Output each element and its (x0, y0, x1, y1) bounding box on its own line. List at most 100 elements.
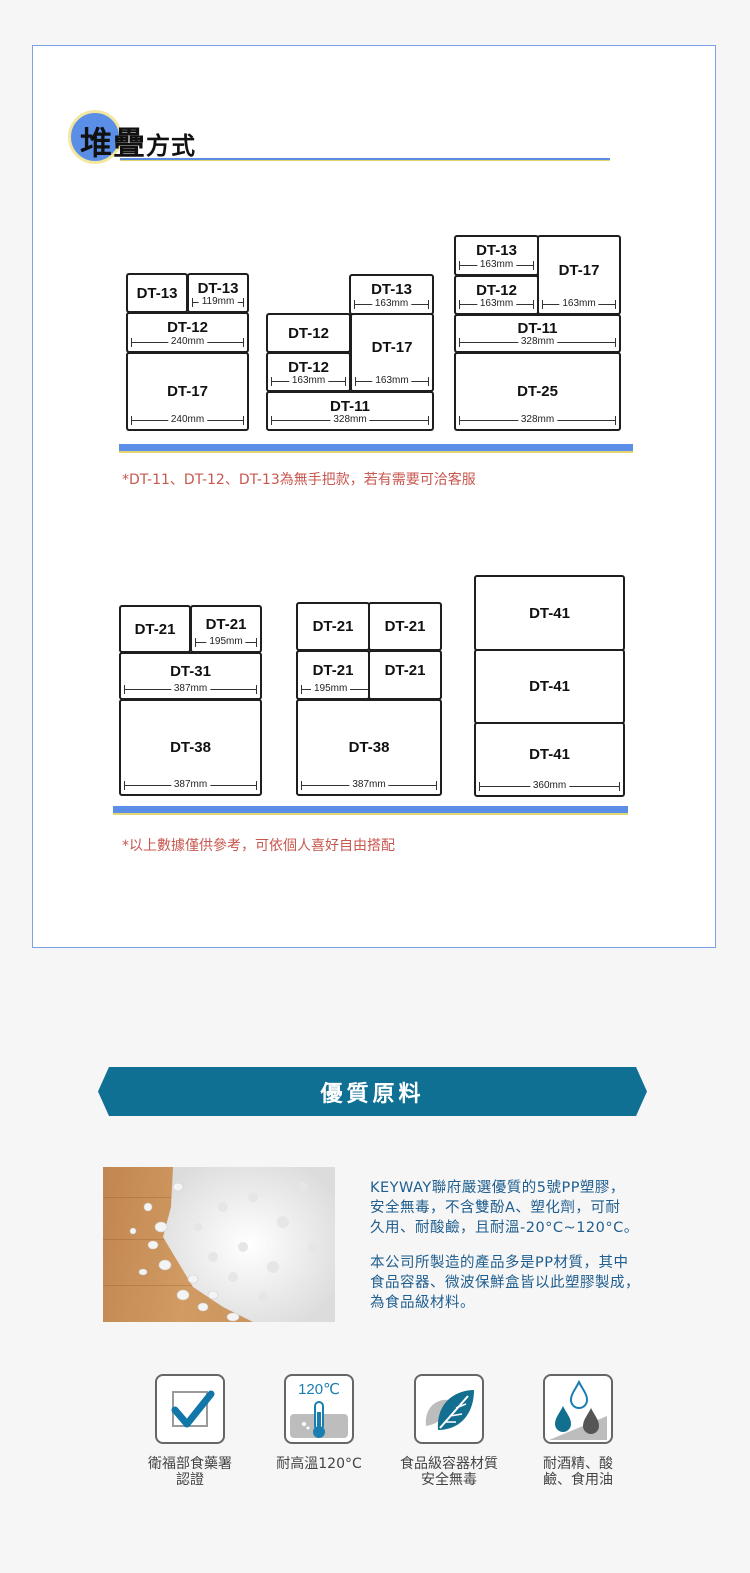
feature-label: 鹼、食用油 (543, 1472, 613, 1488)
box-label: DT-11 (517, 320, 558, 337)
dimension-line: 240mm (131, 335, 244, 348)
dimension-line: 240mm (131, 413, 244, 426)
box-label: DT-21 (312, 618, 354, 635)
box-label: DT-13 (476, 242, 517, 259)
box-label: DT-17 (167, 383, 208, 400)
note-handle: *DT-11、DT-12、DT-13為無手把款，若有需要可洽客服 (122, 472, 476, 488)
box-label: DT-41 (529, 678, 570, 695)
box-label: DT-21 (384, 618, 426, 635)
dimension-text: 195mm (311, 682, 351, 695)
dimension-line: 387mm (301, 778, 437, 791)
checkmark-icon (155, 1374, 225, 1444)
material-banner: 優質原料 (98, 1067, 647, 1116)
dimension-text: 328mm (517, 335, 558, 348)
dimension-text: 328mm (330, 413, 370, 426)
desc-line: 久用、耐酸鹼，且耐溫-20°C~120°C。 (370, 1220, 639, 1236)
feature-label: 耐高溫120°C (276, 1456, 362, 1472)
dimension-line: 195mm (195, 635, 257, 648)
feature-resistant: 耐酒精、酸 鹼、食用油 (518, 1374, 638, 1488)
title-rest: 疊 (113, 124, 147, 162)
base-bar (113, 806, 628, 815)
box-label: DT-12 (288, 324, 329, 342)
box-label: DT-11 (329, 397, 371, 415)
stacking-panel (32, 45, 716, 948)
dimension-line: 328mm (271, 413, 429, 426)
box-label: DT-38 (170, 739, 211, 756)
stack-box: DT-21 (368, 602, 442, 651)
dimension-text: 163mm (476, 297, 517, 310)
dimension-text: 119mm (198, 295, 238, 308)
box-label: DT-13 (136, 284, 178, 302)
dimension-text: 163mm (288, 374, 329, 387)
box-label: DT-13 (197, 279, 239, 297)
box-label: DT-25 (517, 383, 558, 400)
leaf-icon (414, 1374, 484, 1444)
feature-label: 認證 (176, 1472, 204, 1488)
stack-box: DT-41 (474, 649, 625, 724)
dimension-line: 163mm (355, 374, 429, 387)
feature-food-grade: 食品級容器材質 安全無毒 (389, 1374, 509, 1488)
title-underline (120, 158, 610, 161)
desc-line: KEYWAY聯府嚴選優質的5號PP塑膠， (370, 1180, 625, 1196)
stack-box: DT-38 387mm (119, 699, 262, 796)
stack-box: DT-13 (126, 273, 188, 313)
dimension-text: 328mm (517, 413, 558, 426)
dimension-text: 387mm (170, 682, 211, 695)
feature-label: 食品級容器材質 (400, 1456, 498, 1472)
feature-label: 衛福部食藥署 (148, 1456, 232, 1472)
stack-box: DT-41 (474, 575, 625, 651)
box-label: DT-21 (384, 661, 426, 679)
box-label: DT-12 (167, 319, 208, 336)
pp-pellets-photo (103, 1167, 335, 1322)
dimension-text: 360mm (529, 779, 570, 792)
material-desc-1: KEYWAY聯府嚴選優質的5號PP塑膠， 安全無毒，不含雙酚A、塑化劑，可耐 久… (370, 1178, 700, 1238)
dimension-line: 119mm (192, 295, 244, 308)
box-label: DT-38 (348, 739, 390, 756)
dimension-text: 387mm (349, 778, 389, 791)
dimension-text: 163mm (476, 258, 517, 271)
dimension-text: 195mm (206, 635, 246, 648)
dimension-line: 387mm (124, 778, 257, 791)
stack-box: DT-17 240mm (126, 352, 249, 431)
droplets-icon (543, 1374, 613, 1444)
title-char: 堆 (80, 124, 114, 162)
stack-box: DT-12 (266, 313, 351, 353)
box-label: DT-12 (476, 281, 517, 299)
box-label: DT-13 (371, 281, 412, 298)
box-label: DT-17 (558, 261, 600, 279)
title-small: 方式 (146, 132, 197, 160)
stacking-title: 堆疊方式 (68, 110, 628, 166)
desc-line: 本公司所製造的產品多是PP材質，其中 (370, 1255, 629, 1271)
desc-line: 為食品級材料。 (370, 1295, 475, 1311)
stack-box: DT-41 360mm (474, 722, 625, 797)
icon-temp-text: 120℃ (298, 1381, 340, 1398)
box-label: DT-21 (312, 661, 354, 679)
stack-box: DT-21 (368, 650, 442, 700)
feature-label: 安全無毒 (421, 1472, 477, 1488)
dimension-line: 163mm (354, 297, 429, 310)
feature-heat: 120℃ 耐高溫120°C (259, 1374, 379, 1472)
material-desc-2: 本公司所製造的產品多是PP材質，其中 食品容器、微波保鮮盒皆以此塑膠製成， 為食… (370, 1253, 700, 1313)
title-text: 堆疊方式 (80, 118, 196, 164)
desc-line: 安全無毒，不含雙酚A、塑化劑，可耐 (370, 1200, 621, 1216)
feature-certified: 衛福部食藥署 認證 (130, 1374, 250, 1488)
box-label: DT-21 (134, 620, 176, 638)
dimension-text: 240mm (167, 335, 208, 348)
dimension-line: 163mm (271, 374, 346, 387)
box-label: DT-12 (288, 358, 329, 376)
stack-box: DT-21 (296, 602, 370, 651)
stack-box: DT-21 195mm (296, 650, 438, 700)
note-reference: *以上數據僅供參考，可依個人喜好自由搭配 (122, 838, 395, 854)
dimension-line: 328mm (459, 413, 616, 426)
box-label: DT-41 (529, 746, 570, 763)
